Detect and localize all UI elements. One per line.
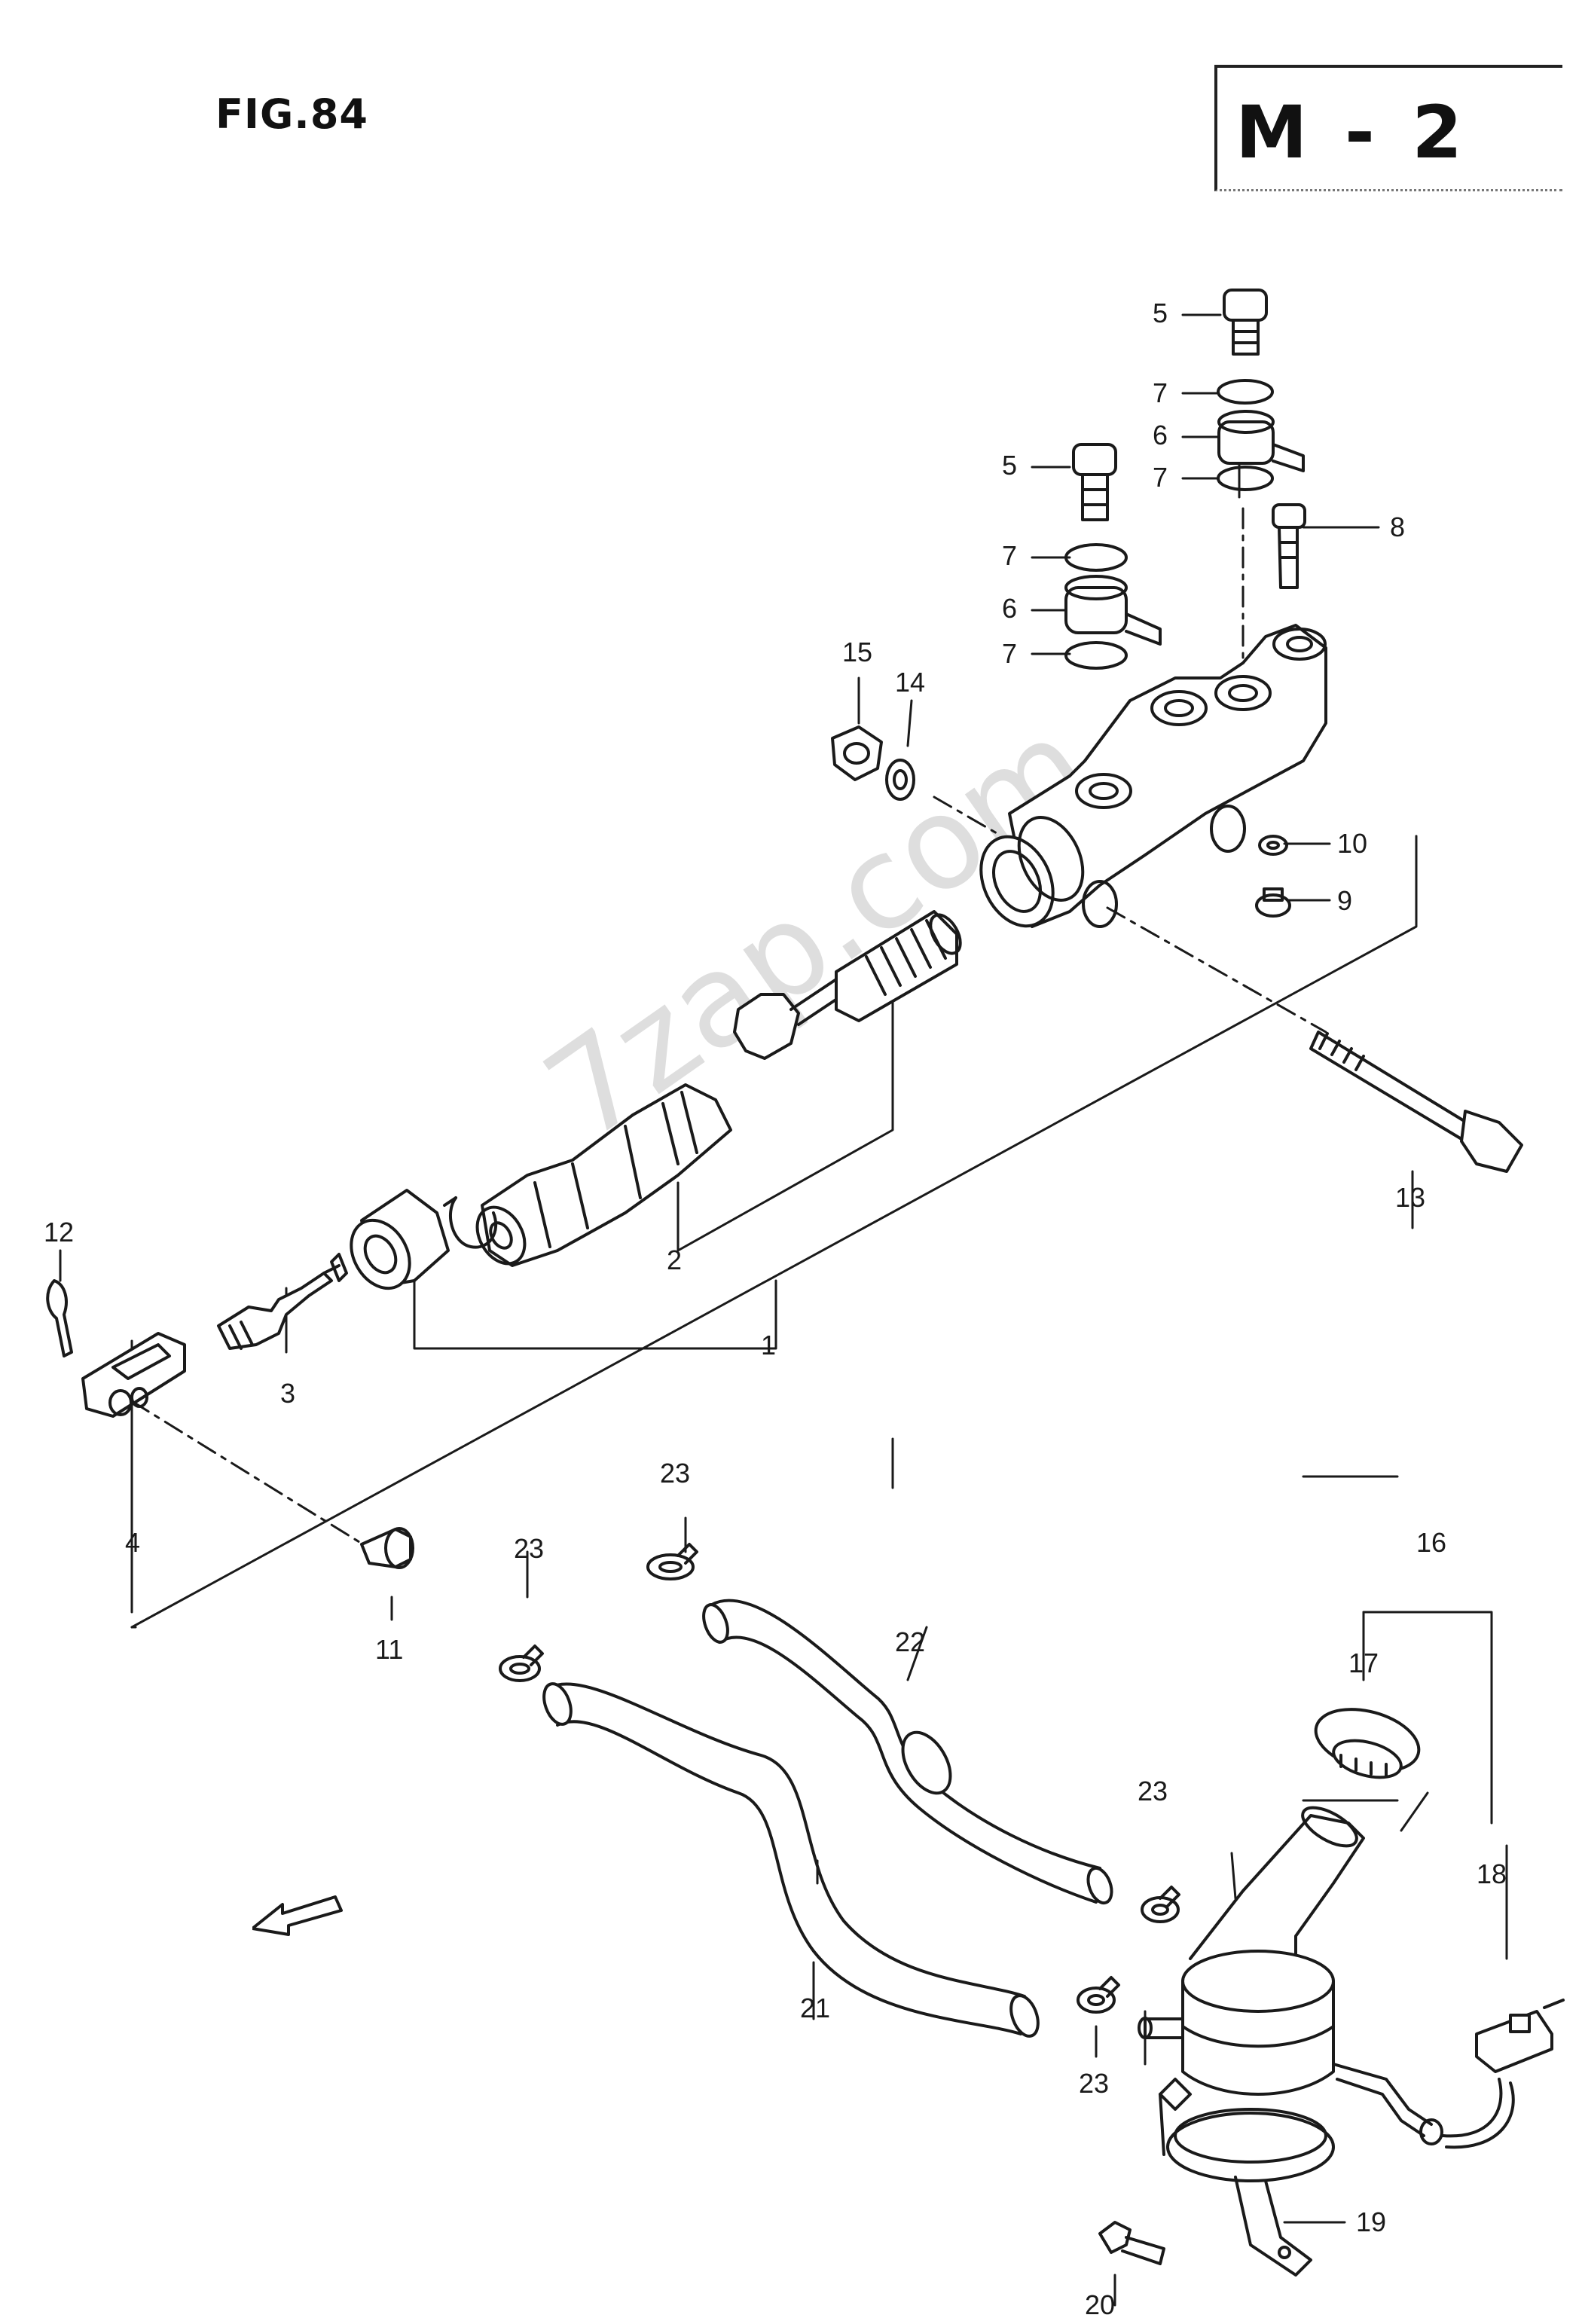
push-rod-3 [217,1253,348,1350]
leader-lines [59,313,1508,2307]
reservoir-bracket-19 [1159,2078,1335,2277]
callout-23: 23 [514,1533,545,1564]
callout-7: 7 [1153,377,1168,408]
callout-12: 12 [44,1217,75,1248]
bleed-screw-9 [1255,887,1291,918]
callout-16: 16 [1416,1527,1447,1558]
callout-23: 23 [660,1458,691,1489]
hose-22 [702,1599,1113,1905]
callout-13: 13 [1395,1182,1426,1213]
callout-3: 3 [280,1378,296,1409]
reservoir-cap-17 [1314,1708,1421,1779]
cotter-pin-12 [46,1279,73,1357]
hose-clamp-23 [1077,1976,1120,2014]
callout-17: 17 [1348,1648,1379,1678]
forward-direction-icon [252,1895,343,1936]
callout-8: 8 [1390,512,1406,542]
callout-5: 5 [1002,450,1018,481]
hose-21 [542,1682,1040,2038]
callout-22: 22 [895,1626,926,1657]
callout-23: 23 [1138,1776,1168,1806]
figure-title: FIG.84 [215,90,368,138]
master-cylinder-body [979,624,1327,928]
hose-clamp-23 [646,1543,698,1580]
bolt-20 [1098,2221,1165,2265]
nut-15 [831,725,883,781]
clevis-4 [81,1332,186,1418]
level-sensor-18 [1332,1999,1565,2149]
dust-boot [350,1189,450,1290]
callout-1: 1 [761,1330,777,1361]
hose-clamp-23 [499,1645,544,1682]
section-code: M - 2 [1235,90,1469,175]
callout-5: 5 [1153,298,1168,328]
callout-15: 15 [842,637,873,667]
callout-7: 7 [1153,462,1168,493]
reservoir-cap-lower [1064,443,1162,670]
reservoir-cap-upper [1217,289,1305,491]
hose-clamp-23 [1141,1886,1180,1923]
pin-11 [360,1527,414,1569]
reservoir-tank [1138,1806,1365,2096]
bolt-13 [1309,1031,1523,1173]
callout-6: 6 [1153,420,1168,450]
callout-2: 2 [667,1244,683,1275]
callout-11: 11 [375,1634,404,1665]
piston-assembly-2 [475,910,962,1267]
dash-chain-lines [130,507,1327,1550]
bolt-8 [1272,503,1306,589]
callout-10: 10 [1337,828,1368,859]
callout-6: 6 [1002,593,1018,624]
callout-14: 14 [895,667,926,698]
callout-19: 19 [1356,2206,1387,2237]
callout-18: 18 [1477,1858,1507,1889]
callout-7: 7 [1002,638,1018,669]
circlip [443,1196,498,1249]
callout-20: 20 [1085,2289,1116,2320]
callout-9: 9 [1337,885,1353,916]
washer-10 [1258,835,1288,856]
callout-21: 21 [800,1993,831,2023]
callout-23: 23 [1079,2068,1110,2099]
washer-14 [885,759,915,801]
callout-7: 7 [1002,540,1018,571]
section-box [1214,65,1562,191]
callout-4: 4 [125,1527,141,1558]
